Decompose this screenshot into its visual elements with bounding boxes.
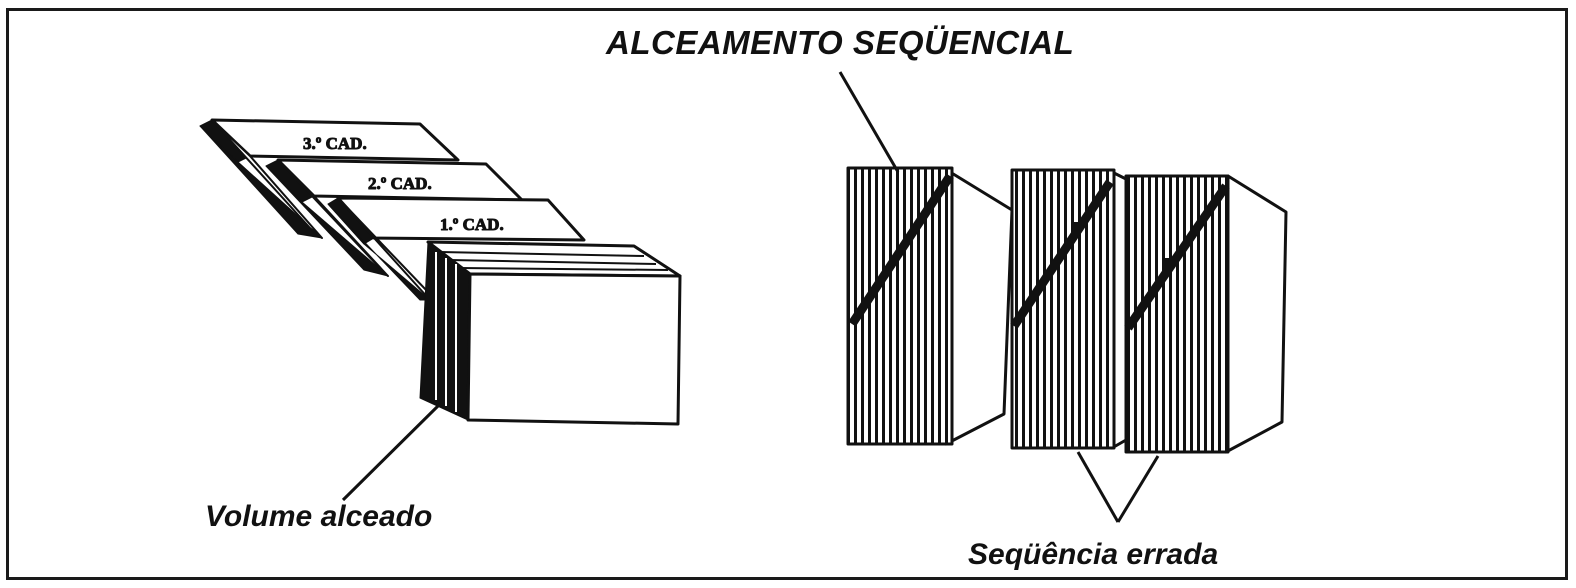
volume-label: Volume alceado (205, 500, 433, 533)
signature-label-1: 1.º CAD. (440, 215, 504, 234)
error-leader-line-right (1116, 455, 1160, 523)
diagram-frame (6, 8, 1568, 580)
signature-label-2: 2.º CAD. (368, 174, 432, 193)
sequence-block-2 (1010, 168, 1134, 450)
gathered-volume: 3.º CAD. 2.º CAD. 1.º CAD. (199, 118, 682, 502)
signature-sheet-1: 1.º CAD. (327, 196, 586, 301)
signature-sheet-3: 3.º CAD. (199, 118, 460, 239)
sequence-blocks (838, 71, 1288, 523)
error-leader-line-left (1076, 451, 1120, 523)
diagram-title: ALCEAMENTO SEQÜENCIAL (606, 24, 1075, 61)
gathered-block (419, 240, 682, 426)
sequence-block-3 (1124, 174, 1288, 454)
volume-leader-line (341, 402, 442, 502)
error-label: Seqüência errada (968, 538, 1219, 571)
sequence-block-1 (846, 166, 1014, 446)
signature-label-3: 3.º CAD. (303, 134, 367, 153)
title-leader-line (838, 71, 900, 173)
